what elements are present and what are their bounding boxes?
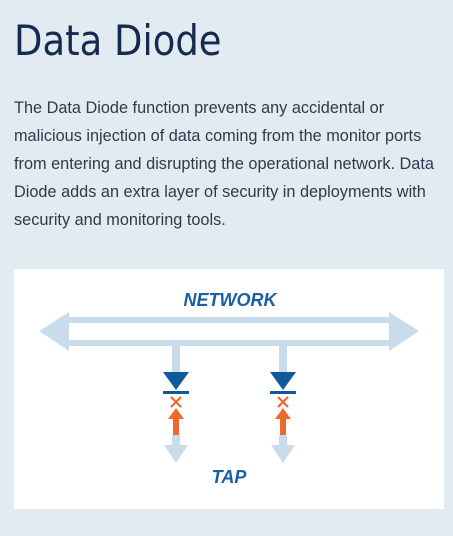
branch-line-lower <box>279 435 287 445</box>
branch-line-lower <box>172 435 180 445</box>
diode-icon <box>270 372 296 390</box>
network-bus-lower-line <box>64 340 394 346</box>
blocked-up-arrow-icon <box>275 408 291 419</box>
network-bus-upper-line <box>64 317 394 323</box>
network-left-arrow-icon <box>39 312 69 351</box>
tap-branch-right <box>270 346 296 463</box>
data-diode-diagram: NETWORK TAP <box>14 269 444 509</box>
branch-line-upper <box>172 346 180 372</box>
tap-branch-left <box>163 346 189 463</box>
blocked-up-arrow-shaft <box>173 419 179 435</box>
network-label: NETWORK <box>184 290 279 310</box>
diode-bar <box>163 391 189 394</box>
diagram-canvas: NETWORK TAP <box>39 290 419 487</box>
blocked-up-arrow-icon <box>168 408 184 419</box>
down-arrow-icon <box>271 445 295 463</box>
diode-bar <box>270 391 296 394</box>
down-arrow-icon <box>164 445 188 463</box>
branch-line-upper <box>279 346 287 372</box>
page-title: Data Diode <box>14 16 222 65</box>
diode-icon <box>163 372 189 390</box>
network-bus <box>39 312 419 351</box>
blocked-x-stroke-b <box>170 396 182 408</box>
network-right-arrow-icon <box>389 312 419 351</box>
blocked-x-stroke-b <box>277 396 289 408</box>
description-paragraph: The Data Diode function prevents any acc… <box>14 99 434 229</box>
tap-label: TAP <box>212 467 248 487</box>
blocked-x-icon <box>277 396 289 408</box>
blocked-x-icon <box>170 396 182 408</box>
blocked-up-arrow-shaft <box>280 419 286 435</box>
